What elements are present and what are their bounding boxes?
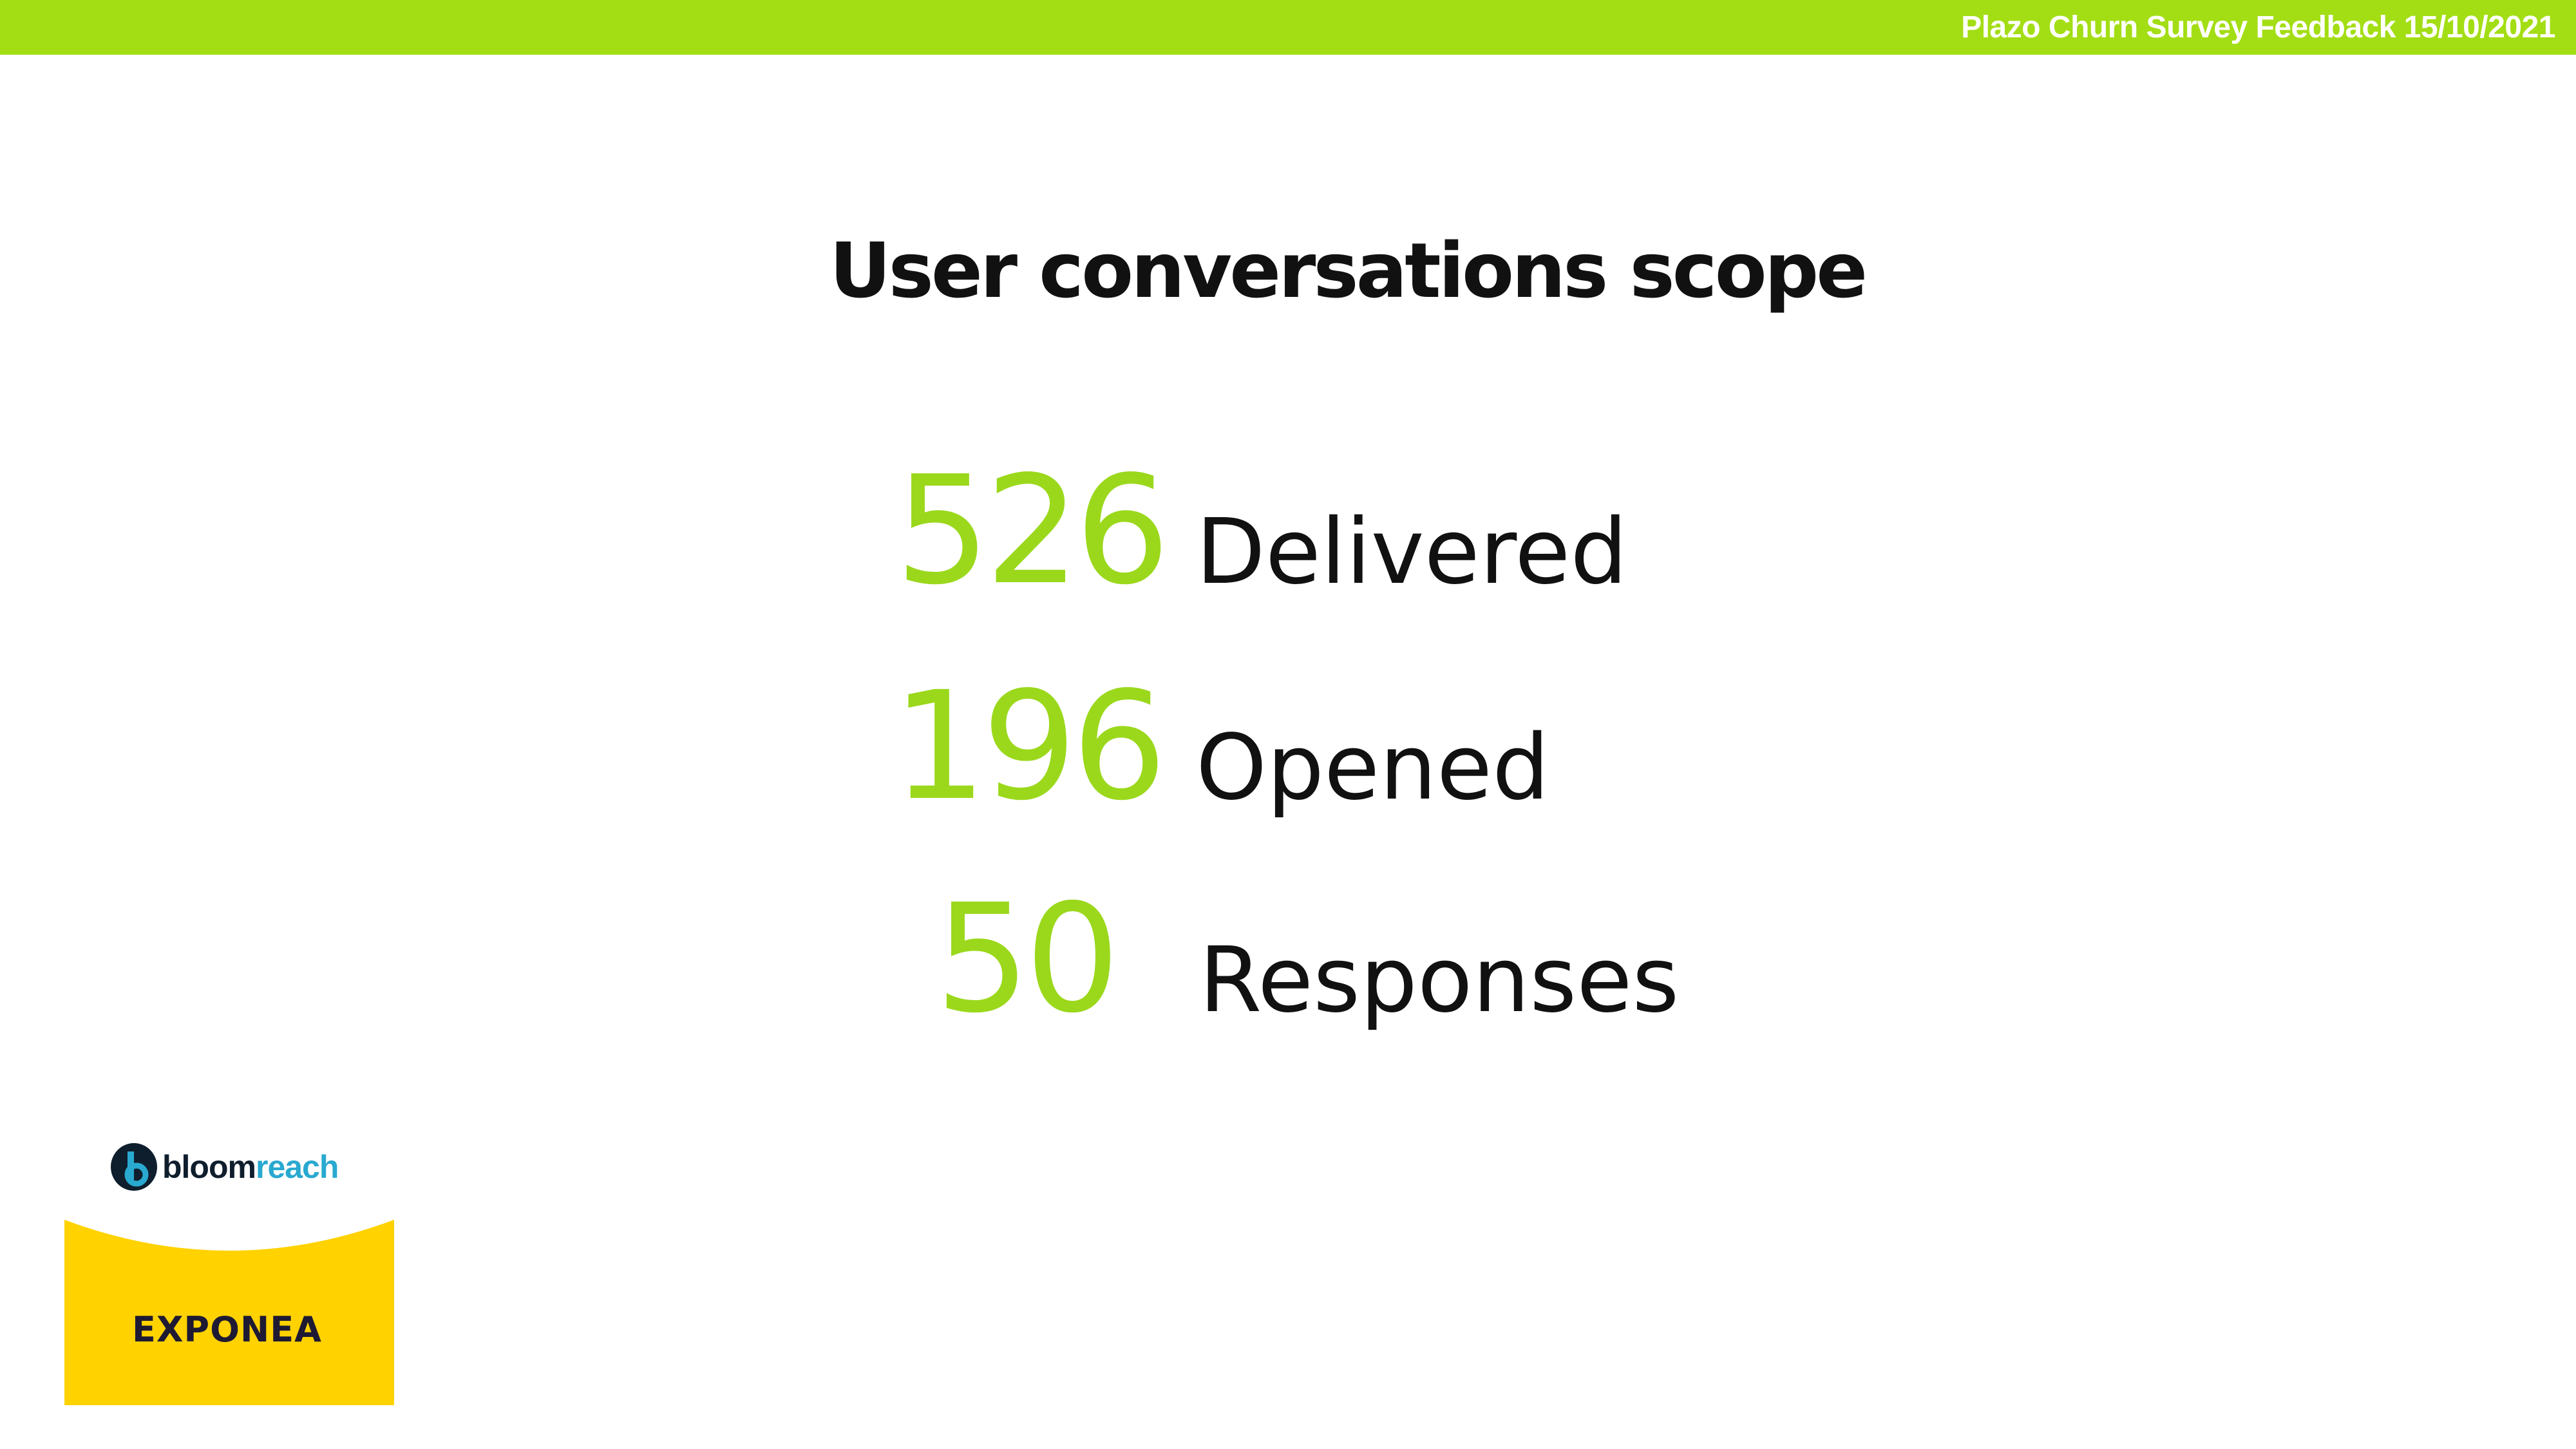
logo-graphic: bloomreach EXPONEA bbox=[64, 1143, 394, 1405]
stat-value: 196 bbox=[892, 659, 1167, 833]
stat-opened: 196 Opened bbox=[0, 628, 2576, 821]
stat-label: Opened bbox=[1196, 715, 1549, 820]
header-title: Plazo Churn Survey Feedback 15/10/2021 bbox=[1961, 10, 2555, 44]
bloomreach-exponea-logo: bloomreach EXPONEA bbox=[64, 1095, 394, 1405]
stat-label: Delivered bbox=[1196, 500, 1628, 605]
slide-title: User conversations scope bbox=[829, 226, 1868, 315]
stat-label: Responses bbox=[1199, 928, 1680, 1033]
svg-text:bloomreach: bloomreach bbox=[162, 1149, 338, 1185]
stat-delivered: 526 Delivered bbox=[0, 412, 2576, 605]
svg-text:EXPONEA: EXPONEA bbox=[132, 1309, 322, 1350]
stat-responses: 50 Responses bbox=[0, 840, 2576, 1034]
stat-value: 50 bbox=[935, 872, 1120, 1046]
header-bar: Plazo Churn Survey Feedback 15/10/2021 bbox=[0, 0, 2576, 55]
stat-value: 526 bbox=[895, 444, 1170, 618]
